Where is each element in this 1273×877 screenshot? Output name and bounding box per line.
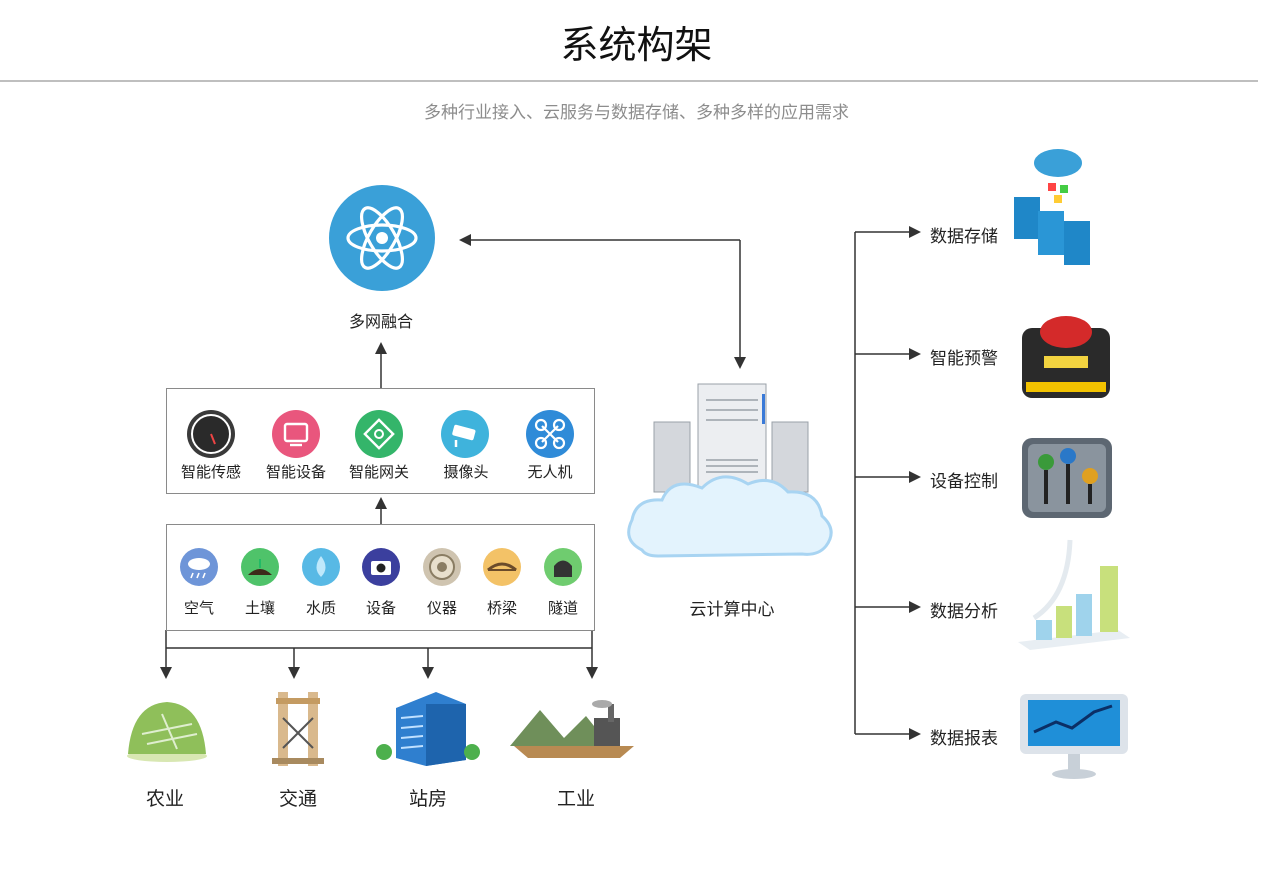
page-subtitle: 多种行业接入、云服务与数据存储、多种多样的应用需求: [424, 103, 849, 123]
device-label: 智能设备: [265, 463, 326, 481]
device-label: 智能传感: [180, 463, 241, 481]
service-label: 数据分析: [930, 602, 998, 622]
industry-label: 站房: [408, 788, 447, 810]
bridge-icon: [483, 548, 521, 586]
monitor-label: 仪器: [426, 599, 457, 617]
bridge-tower-icon: [268, 688, 328, 770]
gauge-icon: [187, 410, 235, 458]
cloud-rain-icon: [180, 548, 218, 586]
device-label: 摄像头: [443, 463, 489, 481]
soil-icon: [241, 548, 279, 586]
database-icon: [1008, 145, 1094, 271]
monitor-label: 设备: [365, 599, 396, 617]
monitor-label: 空气: [183, 599, 214, 617]
service-label: 数据存储: [930, 227, 998, 247]
control-panel-icon: [1018, 434, 1116, 524]
monitor-label: 桥梁: [486, 599, 517, 617]
device-label: 智能网关: [348, 463, 409, 481]
tunnel-icon: [544, 548, 582, 586]
title-divider: [0, 80, 1258, 82]
camera-device-icon: [362, 548, 400, 586]
bar-chart-icon: [1014, 534, 1132, 656]
water-drop-icon: [302, 548, 340, 586]
page-title: 系统构架: [560, 23, 713, 67]
service-label: 智能预警: [930, 349, 998, 369]
building-icon: [376, 688, 480, 768]
service-label: 设备控制: [930, 472, 998, 492]
industry-label: 交通: [278, 788, 317, 810]
cloud-server-icon: [622, 380, 838, 570]
report-monitor-icon: [1016, 692, 1132, 782]
monitor-label: 水质: [305, 599, 336, 617]
farm-icon: [122, 694, 212, 764]
device-label: 无人机: [527, 463, 573, 481]
network-label: 多网融合: [348, 312, 413, 331]
atom-icon: [329, 185, 435, 291]
industry-label: 农业: [145, 788, 184, 810]
industry-label: 工业: [556, 788, 595, 810]
instrument-icon: [423, 548, 461, 586]
alarm-button-icon: [1018, 308, 1114, 400]
monitor-label: 隧道: [547, 599, 578, 617]
drone-icon: [526, 410, 574, 458]
gateway-icon: [355, 410, 403, 458]
monitor-icon: [272, 410, 320, 458]
factory-icon: [510, 696, 638, 762]
monitor-label: 土壤: [244, 599, 275, 617]
camera-icon: [441, 410, 489, 458]
cloud-label: 云计算中心: [689, 600, 775, 620]
service-label: 数据报表: [930, 729, 998, 749]
